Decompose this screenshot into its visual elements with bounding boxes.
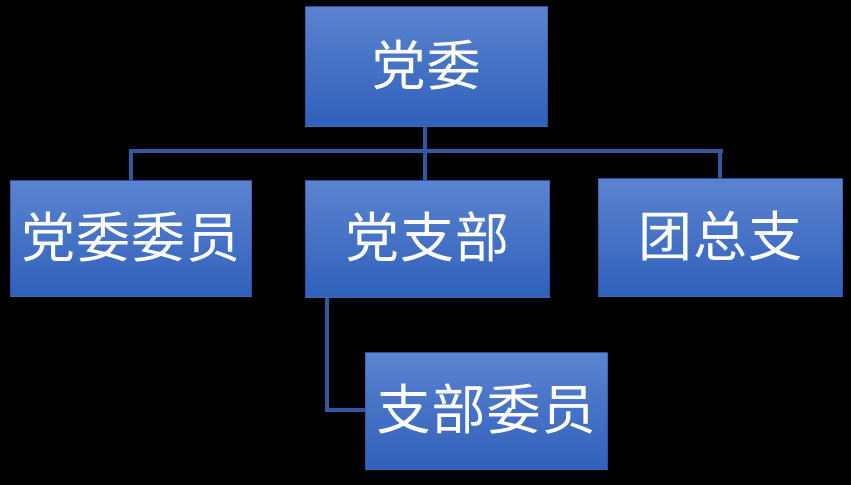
- org-node-label: 党委: [371, 36, 482, 97]
- connector-elbow-vertical: [325, 297, 329, 412]
- org-node-party-committee[interactable]: 党委: [305, 6, 548, 127]
- connector-elbow-horizontal: [325, 408, 365, 412]
- org-node-league-general-branch[interactable]: 团总支: [598, 178, 843, 297]
- org-node-label: 党委委员: [21, 208, 241, 269]
- org-node-label: 团总支: [638, 207, 803, 268]
- connector-drop-right-child: [718, 149, 722, 178]
- connector-parent-stem: [423, 126, 427, 180]
- org-node-party-branch[interactable]: 党支部: [305, 180, 550, 298]
- org-node-label: 支部委员: [376, 381, 597, 441]
- org-node-party-committee-members[interactable]: 党委委员: [10, 180, 252, 297]
- org-node-label: 党支部: [345, 209, 510, 269]
- org-node-branch-members[interactable]: 支部委员: [365, 352, 608, 470]
- connector-horizontal-bus: [129, 149, 723, 153]
- connector-drop-left-child: [129, 149, 133, 181]
